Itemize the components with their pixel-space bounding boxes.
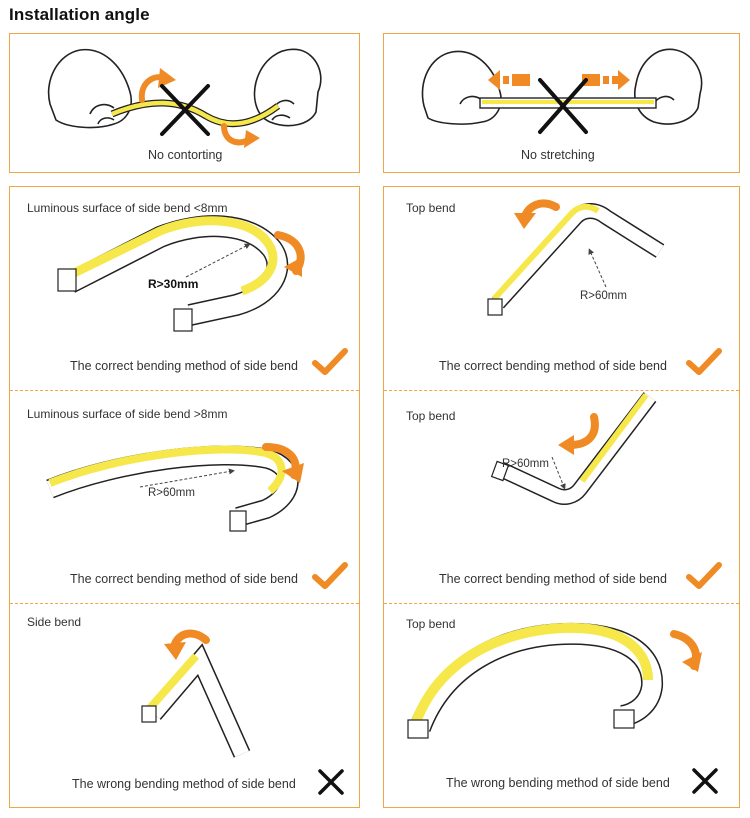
section-divider bbox=[10, 390, 359, 391]
result-caption: The correct bending method of side bend bbox=[70, 359, 298, 373]
result-caption: The correct bending method of side bend bbox=[70, 572, 298, 586]
left-hand-icon bbox=[47, 48, 132, 129]
top-bend-illustration bbox=[487, 199, 665, 316]
section-heading: Top bend bbox=[406, 617, 456, 631]
no-contorting-caption: No contorting bbox=[148, 148, 223, 162]
stretching-illustration bbox=[421, 48, 703, 134]
cross-mark-icon bbox=[692, 768, 718, 794]
cross-mark-icon bbox=[160, 84, 210, 136]
pull-arrow-icon bbox=[488, 70, 630, 90]
section-divider bbox=[384, 390, 739, 391]
left-column-box: Luminous surface of side bend <8mm R>30m… bbox=[9, 186, 360, 808]
cross-mark-icon bbox=[538, 78, 588, 134]
side-bend-large-illustration bbox=[46, 443, 304, 532]
result-caption: The wrong bending method of side bend bbox=[72, 777, 296, 791]
check-mark-icon bbox=[686, 348, 722, 375]
cross-mark-icon bbox=[318, 769, 344, 795]
radius-label: R>60mm bbox=[580, 290, 627, 302]
check-mark-icon bbox=[686, 562, 722, 589]
section-heading: Luminous surface of side bend >8mm bbox=[27, 407, 228, 421]
section-heading: Top bend bbox=[406, 409, 456, 423]
section-heading: Luminous surface of side bend <8mm bbox=[27, 201, 228, 215]
section-heading: Side bend bbox=[27, 615, 82, 629]
contorting-illustration bbox=[47, 48, 322, 148]
right-hand-icon bbox=[253, 48, 322, 127]
top-bend-reverse-illustration bbox=[490, 392, 657, 505]
top-bend-wrong-illustration bbox=[407, 622, 702, 739]
side-bend-wrong-illustration bbox=[141, 629, 251, 758]
panel-no-contorting: No contorting bbox=[9, 33, 360, 173]
right-hand-icon bbox=[634, 48, 703, 125]
check-mark-icon bbox=[312, 348, 348, 375]
no-stretching-caption: No stretching bbox=[521, 148, 595, 162]
radius-label: R>60mm bbox=[502, 458, 549, 470]
result-caption: The wrong bending method of side bend bbox=[446, 776, 670, 790]
result-caption: The correct bending method of side bend bbox=[439, 572, 667, 586]
section-divider bbox=[10, 603, 359, 604]
right-column-box: Top bend R>60mm The correct bending meth… bbox=[383, 186, 740, 808]
section-divider bbox=[384, 603, 739, 604]
check-mark-icon bbox=[312, 562, 348, 589]
panel-no-stretching: No stretching bbox=[383, 33, 740, 173]
radius-label: R>60mm bbox=[148, 487, 195, 499]
result-caption: The correct bending method of side bend bbox=[439, 359, 667, 373]
side-bend-small-illustration bbox=[57, 215, 305, 332]
page-title: Installation angle bbox=[9, 5, 150, 24]
left-hand-icon bbox=[421, 50, 502, 125]
curved-arrow-icon bbox=[566, 413, 599, 449]
radius-label: R>30mm bbox=[148, 277, 199, 291]
section-heading: Top bend bbox=[406, 201, 456, 215]
